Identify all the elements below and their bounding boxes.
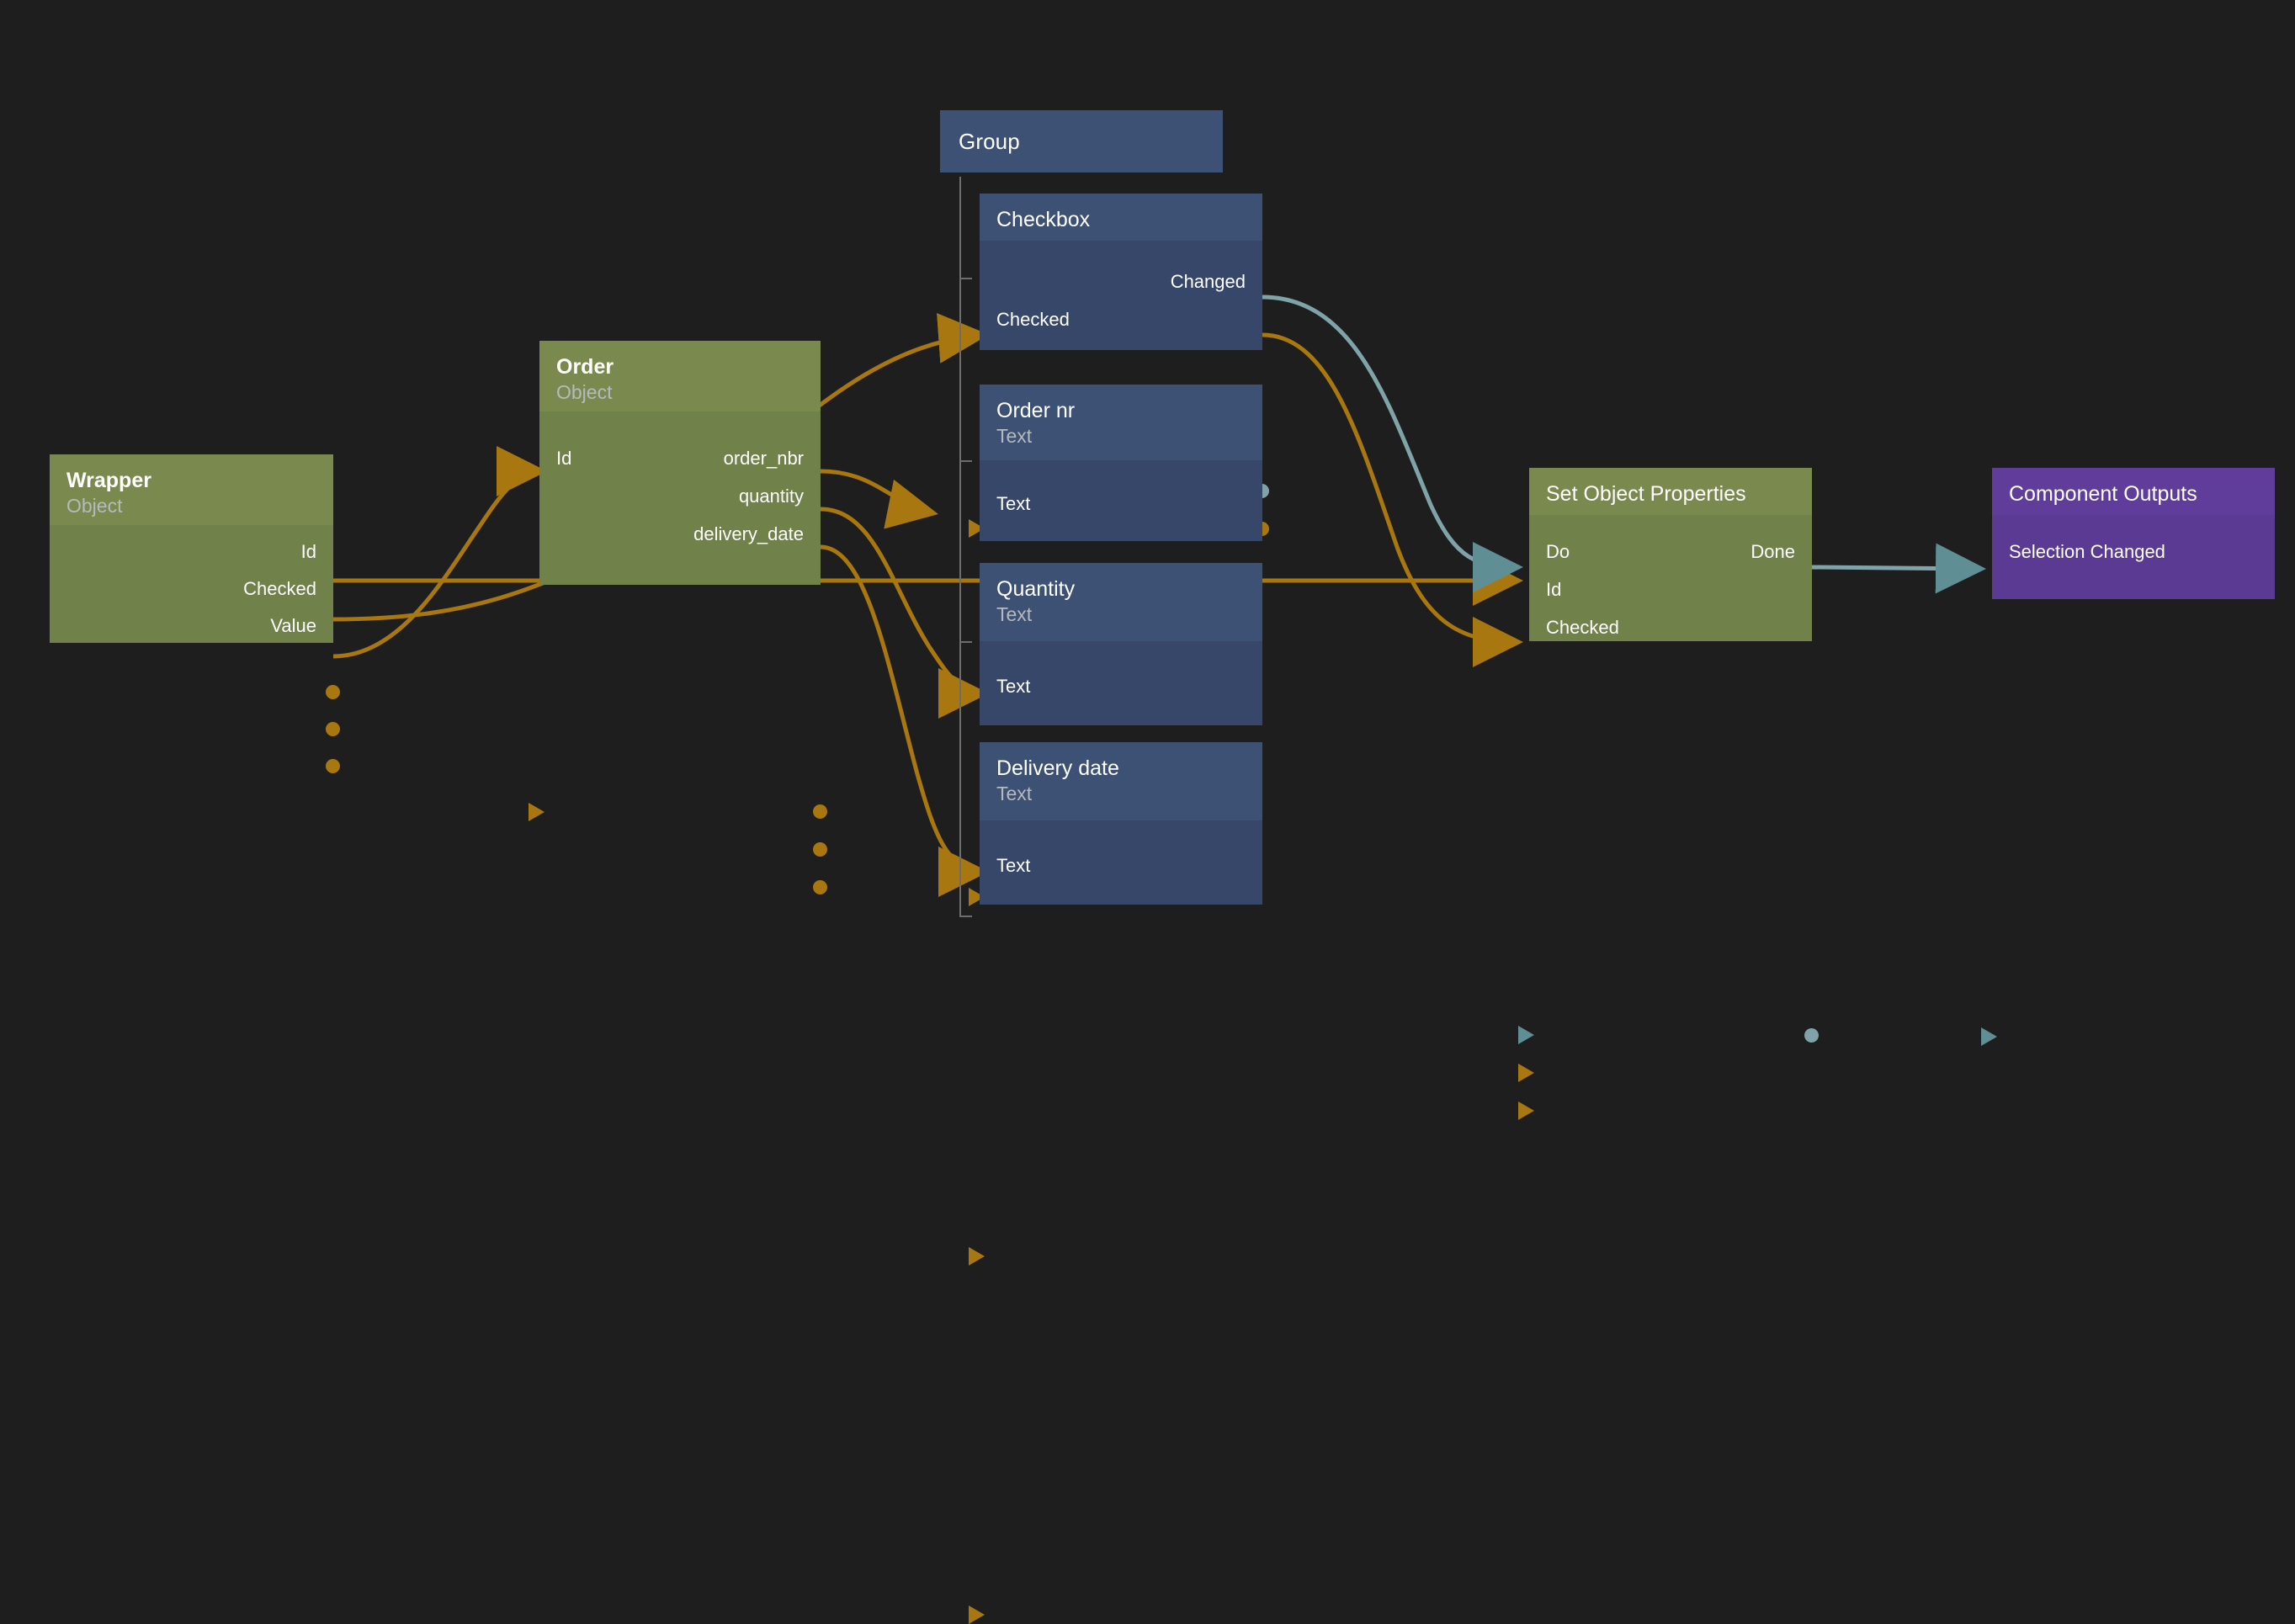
node-component-outputs-header[interactable]: Component Outputs bbox=[1992, 468, 2275, 515]
edge-order-ordernbr-to-ordernr-text bbox=[820, 469, 938, 529]
port-label: Text bbox=[996, 855, 1031, 876]
node-set-object-properties-header[interactable]: Set Object Properties bbox=[1529, 468, 1812, 515]
port-label: Checked bbox=[243, 578, 316, 599]
edge-sop-done-to-component-outputs bbox=[1811, 543, 1986, 594]
port-in-delivery-date-text[interactable]: Text bbox=[996, 855, 1030, 877]
port-out-wrapper-value[interactable]: Value bbox=[270, 615, 316, 637]
node-order-nr-title: Order nr bbox=[996, 399, 1076, 422]
node-order-header[interactable]: Order Object bbox=[539, 341, 821, 411]
node-set-object-properties-body: Do Done Id Checked bbox=[1529, 515, 1812, 641]
connector-component-outputs-selection-changed[interactable] bbox=[1981, 1027, 1997, 1046]
node-wrapper-body: Id Checked Value bbox=[50, 525, 333, 643]
port-out-wrapper-id[interactable]: Id bbox=[301, 541, 316, 563]
node-order[interactable]: Order Object Id order_nbr quantity deliv… bbox=[529, 341, 827, 894]
port-label: order_nbr bbox=[723, 448, 804, 469]
port-label: Text bbox=[996, 676, 1031, 697]
node-checkbox-title: Checkbox bbox=[996, 208, 1091, 231]
port-in-sop-do[interactable]: Do bbox=[1546, 541, 1570, 563]
node-order-subtitle: Object bbox=[556, 381, 613, 403]
node-delivery-date[interactable]: Delivery date Text Text bbox=[969, 742, 1262, 1624]
port-out-sop-done[interactable]: Done bbox=[1750, 541, 1795, 563]
connector-delivery-date-text[interactable] bbox=[969, 1605, 985, 1624]
connector-order-id[interactable] bbox=[529, 803, 545, 821]
port-out-order-quantity[interactable]: quantity bbox=[739, 486, 804, 507]
group-tree-line bbox=[959, 177, 961, 917]
port-label: delivery_date bbox=[693, 523, 804, 544]
port-in-checkbox-checked[interactable]: Checked bbox=[996, 309, 1070, 331]
edge-wrapper-value-to-order-id bbox=[332, 446, 547, 659]
node-quantity-title: Quantity bbox=[996, 577, 1076, 601]
port-label: Checked bbox=[996, 309, 1070, 330]
node-order-nr-header[interactable]: Order nr Text bbox=[980, 385, 1262, 460]
node-quantity-body: Text bbox=[980, 641, 1262, 725]
port-in-sop-id[interactable]: Id bbox=[1546, 579, 1561, 601]
connector-wrapper-id[interactable] bbox=[326, 685, 340, 699]
port-label: Do bbox=[1546, 541, 1570, 562]
port-label: Value bbox=[270, 615, 316, 636]
port-label: quantity bbox=[738, 486, 804, 507]
node-delivery-date-header[interactable]: Delivery date Text bbox=[980, 742, 1262, 820]
connector-order-order-nbr[interactable] bbox=[813, 804, 827, 819]
node-set-object-properties[interactable]: Set Object Properties Do Done Id Checked bbox=[1518, 468, 1819, 1120]
port-out-checkbox-changed[interactable]: Changed bbox=[1171, 271, 1246, 293]
port-label: Id bbox=[556, 448, 572, 469]
node-order-body: Id order_nbr quantity delivery_date bbox=[539, 411, 821, 585]
node-checkbox[interactable]: Checkbox Changed Checked bbox=[969, 194, 1269, 538]
node-order-title: Order bbox=[556, 355, 614, 379]
group-tick-order-nr bbox=[961, 460, 972, 462]
connector-sop-do[interactable] bbox=[1518, 1026, 1534, 1044]
port-in-order-nr-text[interactable]: Text bbox=[996, 493, 1030, 515]
connector-wrapper-value[interactable] bbox=[326, 759, 340, 773]
port-label: Checked bbox=[1546, 617, 1619, 638]
node-delivery-date-subtitle: Text bbox=[996, 783, 1033, 804]
port-in-quantity-text[interactable]: Text bbox=[996, 676, 1030, 698]
connector-sop-checked[interactable] bbox=[1518, 1101, 1534, 1120]
node-quantity[interactable]: Quantity Text Text bbox=[969, 563, 1262, 1266]
node-order-nr[interactable]: Order nr Text Text bbox=[969, 385, 1262, 906]
connector-sop-done[interactable] bbox=[1804, 1028, 1819, 1043]
node-set-object-properties-title: Set Object Properties bbox=[1546, 482, 1746, 506]
node-quantity-subtitle: Text bbox=[996, 603, 1033, 625]
port-out-wrapper-checked[interactable]: Checked bbox=[243, 578, 316, 600]
node-wrapper[interactable]: Wrapper Object Id Checked Value bbox=[50, 454, 340, 773]
connector-wrapper-checked[interactable] bbox=[326, 722, 340, 736]
port-label: Done bbox=[1750, 541, 1795, 562]
node-component-outputs[interactable]: Component Outputs Selection Changed bbox=[1981, 468, 2275, 1046]
port-in-sop-checked[interactable]: Checked bbox=[1546, 617, 1619, 639]
node-wrapper-subtitle: Object bbox=[66, 495, 123, 517]
node-wrapper-header[interactable]: Wrapper Object bbox=[50, 454, 333, 525]
connector-order-quantity[interactable] bbox=[813, 842, 827, 857]
port-out-order-delivery-date[interactable]: delivery_date bbox=[693, 523, 804, 545]
port-in-component-outputs-selection-changed[interactable]: Selection Changed bbox=[2009, 541, 2165, 563]
group-tick-quantity bbox=[961, 641, 972, 643]
port-label: Selection Changed bbox=[2009, 541, 2165, 562]
node-order-nr-subtitle: Text bbox=[996, 425, 1033, 447]
node-quantity-header[interactable]: Quantity Text bbox=[980, 563, 1262, 641]
connector-order-delivery-date[interactable] bbox=[813, 880, 827, 894]
node-order-nr-body: Text bbox=[980, 460, 1262, 541]
edge-checkbox-checked-to-sop-checked bbox=[1262, 332, 1523, 667]
group-header[interactable]: Group bbox=[940, 110, 1223, 172]
port-in-order-id[interactable]: Id bbox=[556, 448, 571, 470]
node-wrapper-title: Wrapper bbox=[66, 469, 151, 492]
node-delivery-date-body: Text bbox=[980, 820, 1262, 905]
node-checkbox-body: Changed Checked bbox=[980, 241, 1262, 350]
port-label: Id bbox=[300, 541, 316, 562]
node-checkbox-header[interactable]: Checkbox bbox=[980, 194, 1262, 241]
port-label: Text bbox=[996, 493, 1031, 514]
connector-quantity-text[interactable] bbox=[969, 1247, 985, 1266]
connector-sop-id[interactable] bbox=[1518, 1064, 1534, 1082]
port-label: Id bbox=[1546, 579, 1562, 600]
node-component-outputs-body: Selection Changed bbox=[1992, 515, 2275, 599]
group-title: Group bbox=[959, 128, 1020, 154]
edge-checkbox-changed-to-sop-do bbox=[1262, 295, 1523, 592]
node-delivery-date-title: Delivery date bbox=[996, 756, 1119, 780]
group-tick-delivery-date bbox=[961, 915, 972, 917]
port-label: Changed bbox=[1170, 271, 1246, 292]
group-tick-checkbox bbox=[961, 278, 972, 279]
port-out-order-order-nbr[interactable]: order_nbr bbox=[724, 448, 804, 470]
node-component-outputs-title: Component Outputs bbox=[2009, 482, 2197, 506]
